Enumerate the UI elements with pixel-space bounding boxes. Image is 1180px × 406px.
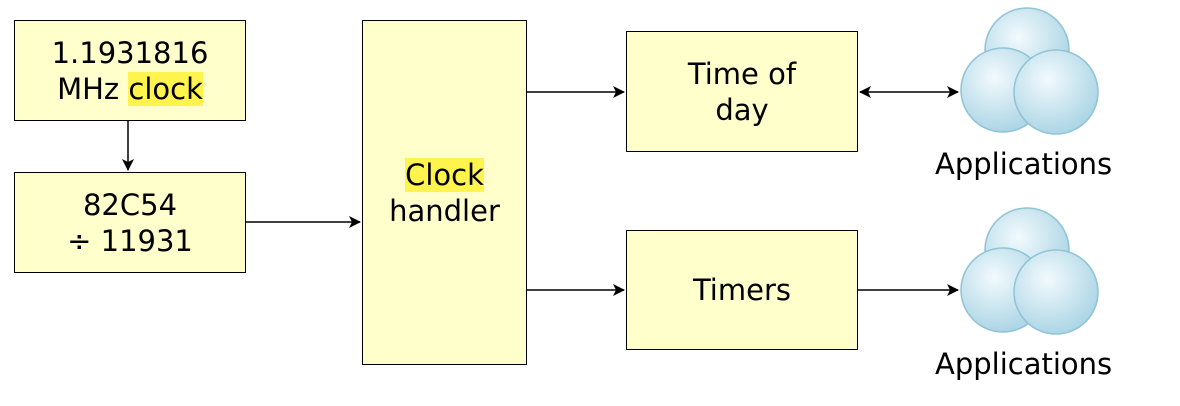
applications-label-bottom: Applications [935, 347, 1113, 381]
timers-label: Timers [692, 273, 791, 307]
divider-box: 82C54 ÷ 11931 [14, 172, 246, 273]
applications-label-top: Applications [935, 147, 1113, 181]
time-of-day-box: Time of day [626, 31, 858, 152]
oscillator-frequency: 1.1931816 [51, 35, 209, 70]
oscillator-box: 1.1931816 MHz clock [14, 20, 246, 121]
clock-highlight: Clock [405, 157, 484, 192]
clock-handler-box: Clock handler [362, 20, 527, 365]
cloud-icon [960, 7, 1099, 135]
timers-box: Timers [626, 230, 858, 350]
oscillator-unit: MHz [57, 71, 129, 106]
oscillator-unit-line: MHz clock [57, 71, 203, 107]
time-of-day-line1: Time of [687, 56, 797, 91]
divider-chip: 82C54 [82, 187, 178, 222]
handler-label: handler [389, 193, 500, 228]
divider-ratio: ÷ 11931 [67, 223, 193, 258]
clock-highlight: clock [128, 71, 203, 106]
cloud-icon [960, 207, 1099, 335]
time-of-day-line2: day [715, 92, 769, 127]
